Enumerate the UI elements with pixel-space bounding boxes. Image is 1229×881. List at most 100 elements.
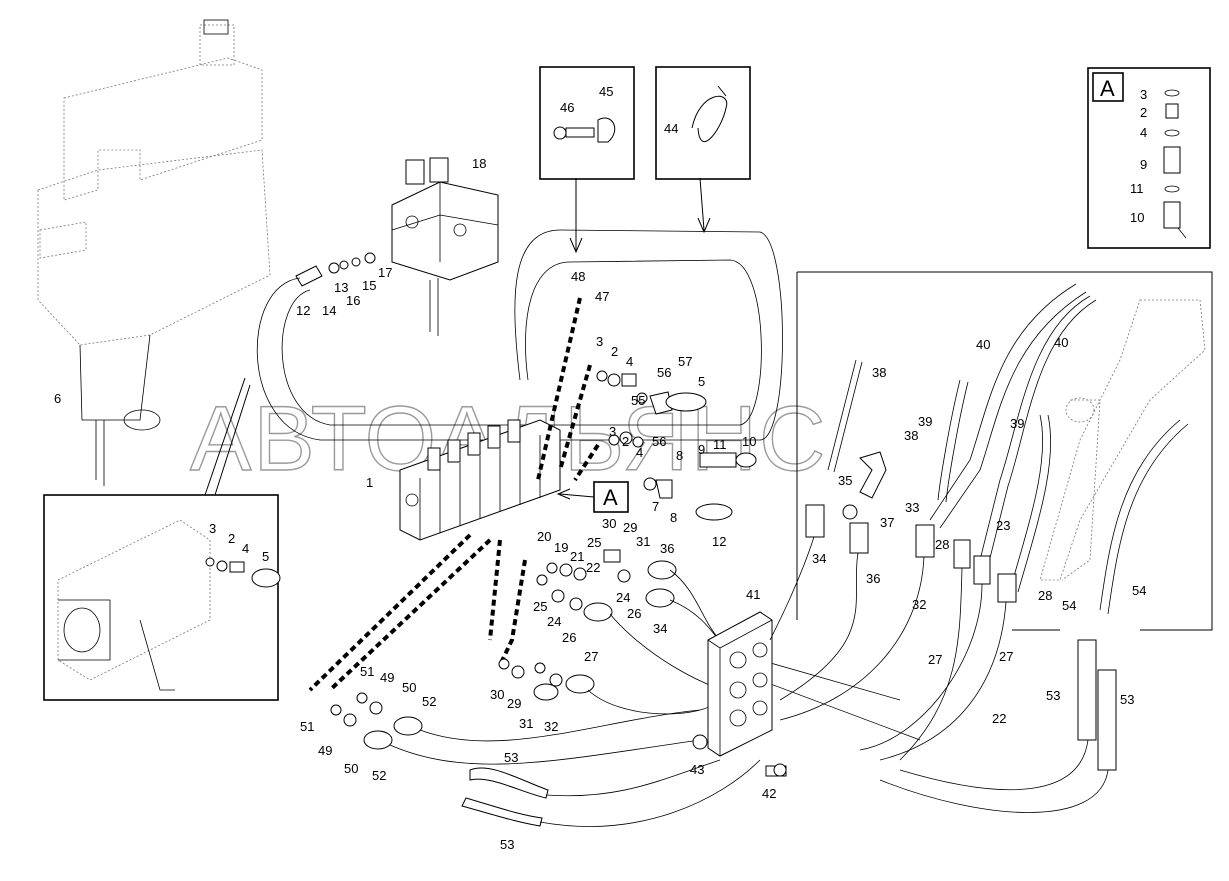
part-label-28b: 28 xyxy=(1038,588,1052,603)
part-label-3a: 3 xyxy=(596,334,603,349)
part-label-39b: 39 xyxy=(1010,416,1024,431)
part-label-1: 1 xyxy=(366,475,373,490)
boom-pipes xyxy=(769,283,1189,813)
part-label-45: 45 xyxy=(599,84,613,99)
detail-view-a-title: A xyxy=(1100,76,1115,101)
part-label-A10: 10 xyxy=(1130,210,1144,225)
part-label-52a: 52 xyxy=(422,694,436,709)
part-label-51b: 51 xyxy=(300,719,314,734)
part-label-9: 9 xyxy=(698,442,705,457)
part-label-4b: 4 xyxy=(636,445,643,460)
part-label-49a: 49 xyxy=(380,670,394,685)
right-region-frame xyxy=(796,271,1213,631)
hose-loop xyxy=(256,229,783,441)
part-label-6: 6 xyxy=(54,391,61,406)
part-label-41: 41 xyxy=(746,587,760,602)
part-label-3b: 3 xyxy=(609,424,616,439)
part-label-30a: 30 xyxy=(602,516,616,531)
part-label-5a: 5 xyxy=(698,374,705,389)
fittings-lower xyxy=(330,549,677,750)
part-label-15: 15 xyxy=(362,278,376,293)
part-label-43: 43 xyxy=(690,762,704,777)
part-label-A2: 2 xyxy=(1140,105,1147,120)
part-label-4a: 4 xyxy=(626,354,633,369)
part-label-8b: 8 xyxy=(670,510,677,525)
inset-detail-box xyxy=(43,494,279,701)
callout-a-box xyxy=(593,481,629,513)
part-label-30b: 30 xyxy=(490,687,504,702)
part-label-A11: 11 xyxy=(1130,181,1144,196)
protective-sleeve xyxy=(469,767,549,799)
part-label-27c: 27 xyxy=(999,649,1013,664)
part-label-37: 37 xyxy=(880,515,894,530)
part-label-22a: 22 xyxy=(586,560,600,575)
part-label-7: 7 xyxy=(652,499,659,514)
part-label-23: 23 xyxy=(996,518,1010,533)
part-label-29b: 29 xyxy=(507,696,521,711)
part-label-3c: 3 xyxy=(209,521,216,536)
part-label-12a: 12 xyxy=(296,303,310,318)
part-label-46: 46 xyxy=(560,100,574,115)
fittings-upper xyxy=(596,370,757,521)
part-label-32a: 32 xyxy=(544,719,558,734)
part-label-25b: 25 xyxy=(533,599,547,614)
part-label-17: 17 xyxy=(378,265,392,280)
detail-box-cable-tie xyxy=(655,66,751,180)
part-label-54b: 54 xyxy=(1132,583,1146,598)
part-label-14: 14 xyxy=(322,303,336,318)
pilot-valve xyxy=(295,157,499,336)
part-label-26b: 26 xyxy=(562,630,576,645)
detail-view-a-tag xyxy=(1092,72,1124,102)
part-label-24b: 24 xyxy=(547,614,561,629)
part-label-21: 21 xyxy=(570,549,584,564)
part-label-13: 13 xyxy=(334,280,348,295)
part-label-34b: 34 xyxy=(812,551,826,566)
part-label-33: 33 xyxy=(905,500,919,515)
part-label-39a: 39 xyxy=(918,414,932,429)
part-label-36a: 36 xyxy=(660,541,674,556)
part-label-A4: 4 xyxy=(1140,125,1147,140)
part-label-29a: 29 xyxy=(623,520,637,535)
callout-a-label: A xyxy=(603,485,618,510)
part-label-53d: 53 xyxy=(1120,692,1134,707)
part-label-55: 55 xyxy=(631,393,645,408)
part-label-34a: 34 xyxy=(653,621,667,636)
part-label-27a: 27 xyxy=(584,649,598,664)
part-label-26a: 26 xyxy=(627,606,641,621)
part-label-5b: 5 xyxy=(262,549,269,564)
part-label-53a: 53 xyxy=(504,750,518,765)
boom-arm xyxy=(1039,299,1206,581)
part-label-25a: 25 xyxy=(587,535,601,550)
part-label-19: 19 xyxy=(554,540,568,555)
part-label-2b: 2 xyxy=(622,434,629,449)
part-label-44: 44 xyxy=(664,121,678,136)
part-label-56b: 56 xyxy=(652,434,666,449)
part-label-48: 48 xyxy=(571,269,585,284)
part-label-35: 35 xyxy=(838,473,852,488)
part-label-52b: 52 xyxy=(372,768,386,783)
part-label-47: 47 xyxy=(595,289,609,304)
part-label-2a: 2 xyxy=(611,344,618,359)
part-label-31b: 31 xyxy=(519,716,533,731)
part-label-4c: 4 xyxy=(242,541,249,556)
part-label-51a: 51 xyxy=(360,664,374,679)
part-label-22b: 22 xyxy=(992,711,1006,726)
part-label-53c: 53 xyxy=(1046,688,1060,703)
manifold-block xyxy=(692,611,787,777)
part-label-18: 18 xyxy=(472,156,486,171)
part-label-40a: 40 xyxy=(976,337,990,352)
part-label-24a: 24 xyxy=(616,590,630,605)
part-label-31a: 31 xyxy=(636,534,650,549)
part-label-53b: 53 xyxy=(500,837,514,852)
part-label-42: 42 xyxy=(762,786,776,801)
part-label-8a: 8 xyxy=(676,448,683,463)
part-label-12b: 12 xyxy=(712,534,726,549)
part-label-57: 57 xyxy=(678,354,692,369)
part-label-50b: 50 xyxy=(344,761,358,776)
part-label-54a: 54 xyxy=(1062,598,1076,613)
part-label-10: 10 xyxy=(742,434,756,449)
main-control-valve xyxy=(399,419,561,541)
part-label-11: 11 xyxy=(713,437,727,452)
